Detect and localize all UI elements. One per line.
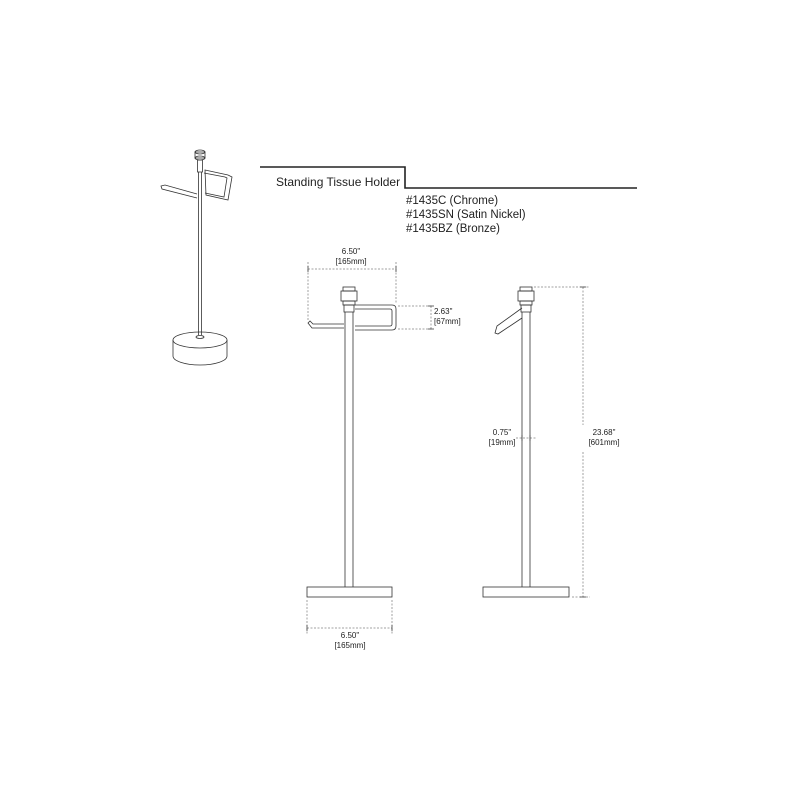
model-chrome: #1435C (Chrome) (406, 195, 499, 207)
dimension-ticks (306, 266, 586, 631)
model-bronze: #1435BZ (Bronze) (406, 223, 500, 235)
dim-total-height-metric: [601mm] (588, 438, 620, 447)
dim-base-width: 6.50" [165mm] (325, 631, 375, 651)
dim-pole-diameter-metric: [19mm] (488, 438, 516, 447)
dim-top-width-imperial: 6.50" (341, 247, 361, 256)
dim-pole-diameter: 0.75" [19mm] (484, 428, 520, 448)
dim-pole-diameter-imperial: 0.75" (492, 428, 512, 437)
front-view (306, 286, 397, 598)
dim-total-height: 23.68" [601mm] (584, 428, 624, 448)
dim-arm-height-imperial: 2.63" (434, 307, 453, 316)
model-list: #1435C (Chrome) #1435SN (Satin Nickel) #… (406, 194, 526, 236)
dim-top-width: 6.50" [165mm] (326, 247, 376, 267)
product-title: Standing Tissue Holder (276, 175, 401, 189)
header-rule (260, 166, 637, 189)
perspective-view (160, 149, 233, 366)
dim-base-width-metric: [165mm] (334, 641, 366, 650)
dim-total-height-imperial: 23.68" (592, 428, 616, 437)
dim-base-width-imperial: 6.50" (340, 631, 360, 640)
dim-arm-height-metric: [67mm] (434, 317, 461, 326)
dim-top-width-metric: [165mm] (335, 257, 367, 266)
side-view (482, 286, 570, 598)
model-satin-nickel: #1435SN (Satin Nickel) (406, 209, 526, 221)
dim-arm-height: 2.63" [67mm] (434, 307, 470, 327)
